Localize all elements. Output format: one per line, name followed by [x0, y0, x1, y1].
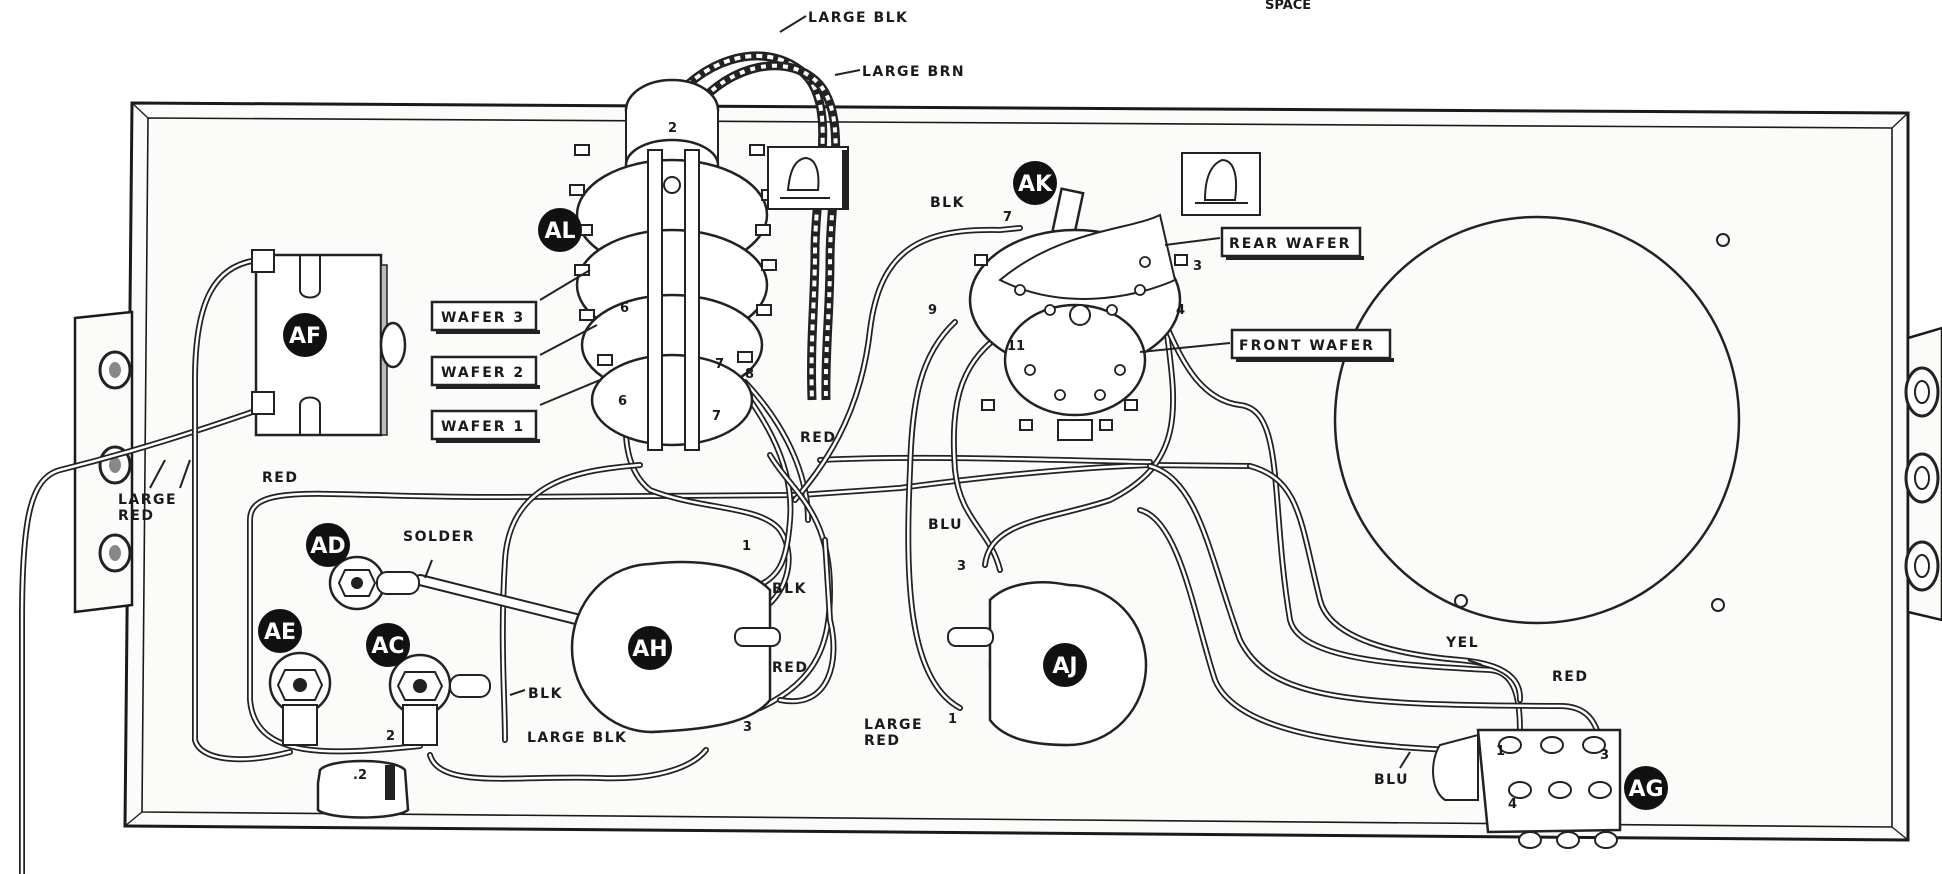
terminal-numbers: 2 6 6 7 8 7 7 3 9 4 11 1 3 3 1 2 1 3 4 .… [353, 121, 1609, 812]
fuse-plug [316, 759, 410, 819]
svg-text:3: 3 [957, 559, 966, 574]
badge-ad: AD [306, 523, 350, 567]
svg-text:1: 1 [1496, 744, 1505, 759]
label-red-left: RED [262, 470, 298, 486]
left-grommets [98, 350, 132, 573]
component-ae [268, 651, 332, 746]
component-ad [328, 555, 420, 611]
label-red-ah: RED [772, 660, 808, 676]
svg-text:11: 11 [1007, 339, 1025, 354]
component-ac [388, 653, 491, 746]
svg-text:FRONT WAFER: FRONT WAFER [1239, 338, 1375, 354]
label-red-ag: RED [1552, 669, 1588, 685]
svg-text:1: 1 [948, 712, 957, 727]
svg-text:2: 2 [668, 121, 677, 136]
tag-wafer2: WAFER 2 [430, 355, 540, 389]
svg-text:7: 7 [1003, 210, 1012, 225]
label-blk-switch: BLK [930, 195, 965, 211]
svg-text:1: 1 [742, 539, 751, 554]
badge-al: AL [538, 208, 582, 252]
label-yel: YEL [1445, 635, 1479, 651]
tag-rear-wafer: REAR WAFER [1220, 226, 1364, 260]
svg-text:3: 3 [1600, 748, 1609, 763]
svg-text:4: 4 [1508, 797, 1517, 812]
component-af [251, 249, 407, 437]
tag-front-wafer: FRONT WAFER [1230, 328, 1394, 362]
svg-text:3: 3 [743, 720, 752, 735]
svg-text:REAR WAFER: REAR WAFER [1229, 236, 1351, 252]
label-blk-ac: BLK [528, 686, 563, 702]
screw-hole [1711, 598, 1725, 612]
badge-ac: AC [366, 623, 410, 667]
label-large-blk-top: LARGE BLK [808, 10, 908, 26]
svg-text:7: 7 [712, 409, 721, 424]
svg-text:6: 6 [620, 301, 629, 316]
label-blk-ah: BLK [772, 581, 807, 597]
svg-text:AG: AG [1628, 777, 1663, 802]
svg-text:8: 8 [745, 367, 754, 382]
badge-ae: AE [258, 609, 302, 653]
label-large-blk-bottom: LARGE BLK [527, 730, 627, 746]
hand-solder-icon [767, 146, 849, 210]
component-ak-switch [968, 187, 1188, 441]
screw-hole [1454, 594, 1468, 608]
svg-text:WAFER 2: WAFER 2 [441, 365, 525, 381]
badge-aj: AJ [1043, 643, 1087, 687]
callout-lines [149, 15, 1483, 769]
speaker-cutout [1333, 215, 1741, 625]
component-aj [947, 581, 1148, 747]
svg-text:AL: AL [544, 219, 575, 244]
badge-ah: AH [628, 626, 672, 670]
svg-text:2: 2 [386, 729, 395, 744]
component-ag [1432, 728, 1622, 849]
svg-text:4: 4 [1176, 303, 1185, 318]
screw-hole [1716, 233, 1730, 247]
hand-solder-icon [1181, 152, 1261, 216]
label-blu-aj: BLU [928, 517, 963, 533]
tag-wafer1: WAFER 1 [430, 409, 540, 443]
svg-text:AK: AK [1018, 172, 1053, 197]
svg-text:AD: AD [310, 534, 345, 559]
tag-wafer3: WAFER 3 [430, 300, 540, 334]
right-grommets [1904, 366, 1940, 592]
component-al-switch [569, 78, 777, 451]
svg-text:WAFER 3: WAFER 3 [441, 310, 525, 326]
svg-text:.2: .2 [353, 768, 367, 783]
svg-text:WAFER 1: WAFER 1 [441, 419, 525, 435]
svg-text:9: 9 [928, 303, 937, 318]
svg-text:AF: AF [289, 324, 321, 349]
svg-text:AC: AC [371, 634, 404, 659]
label-blu-ag: BLU [1374, 772, 1409, 788]
label-red-center: RED [800, 430, 836, 446]
badge-af: AF [283, 313, 327, 357]
label-solder: SOLDER [403, 529, 475, 545]
svg-text:3: 3 [1193, 259, 1202, 274]
svg-text:AE: AE [264, 620, 296, 645]
svg-text:AH: AH [632, 637, 667, 662]
badge-ag: AG [1624, 766, 1668, 810]
space-label: SPACE [1265, 0, 1311, 13]
svg-text:6: 6 [618, 394, 627, 409]
svg-text:AJ: AJ [1052, 654, 1077, 679]
label-large-brn: LARGE BRN [862, 64, 965, 80]
component-ah [570, 560, 781, 734]
badge-ak: AK [1013, 161, 1057, 205]
svg-text:7: 7 [715, 357, 724, 372]
